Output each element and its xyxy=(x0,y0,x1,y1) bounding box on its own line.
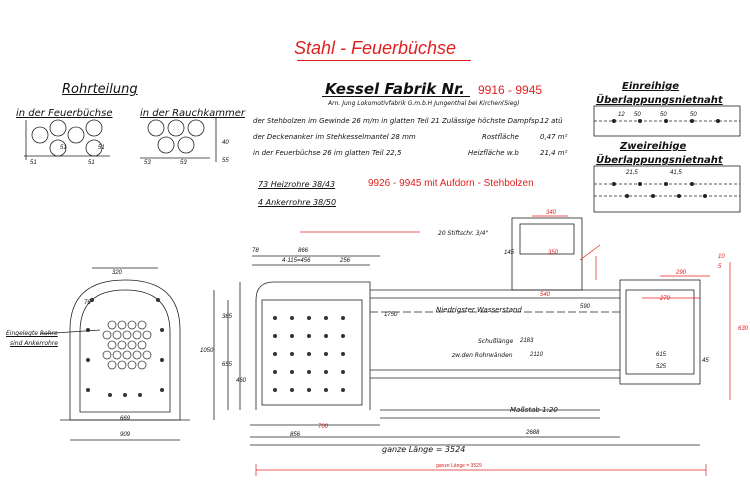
dim-5: 5 xyxy=(718,264,722,270)
eingelegte-label: Eingelegte Rohre xyxy=(6,330,58,337)
dim-1050: 1050 xyxy=(200,348,214,354)
dim-460: 460 xyxy=(236,378,247,384)
dim-256: 256 xyxy=(340,258,351,264)
dim-856: 856 xyxy=(290,432,301,438)
dim-145: 145 xyxy=(504,250,515,256)
druck-label: Zulässige höchste Dampfsp. xyxy=(442,117,542,125)
page-title: Stahl - Feuerbüchse xyxy=(293,38,457,58)
ankerrohre-side-label: sind Ankerrohre xyxy=(10,340,58,347)
schusslaenge-label: Schußlänge xyxy=(478,338,514,345)
dim-630: 630 xyxy=(738,326,749,332)
dim-2110: 2110 xyxy=(530,352,543,358)
kessel-numbers: 9916 - 9945 xyxy=(478,83,543,97)
dim-350: 350 xyxy=(548,250,559,256)
rauchkammer-label: in der Rauchkammer xyxy=(140,108,245,119)
dim-540: 540 xyxy=(540,292,551,298)
niet-dim-5: 21,5 xyxy=(626,170,638,176)
kessel-label: Kessel Fabrik Nr. xyxy=(325,80,466,98)
rost-label: Rostfläche xyxy=(482,133,519,141)
ganze-laenge: ganze Länge = 3524 xyxy=(382,445,466,454)
stehbolzen-label: 20 Stiftschr. 3/4" xyxy=(438,230,489,237)
dim-340: 340 xyxy=(546,210,557,216)
feuerbuechse-label: in der Feuerbüchse xyxy=(16,108,113,119)
rohrteilung-heading: Rohrteilung xyxy=(62,82,138,97)
zweireihig-sub: Überlappungsnietnaht xyxy=(596,155,723,166)
rt-dim-b: 51 xyxy=(60,145,67,151)
note-aufdorn: 9926 - 9945 mit Aufdorn - Stehbolzen xyxy=(368,178,534,189)
dim-866: 866 xyxy=(298,248,309,254)
dim-45: 45 xyxy=(702,358,709,364)
niet-dim-1: 12 xyxy=(618,112,625,118)
spec-line-3: in der Feuerbüchse 26 im glatten Teil 22… xyxy=(253,149,402,157)
spec-line-2: der Deckenanker im Stehkesselmantel 28 m… xyxy=(253,133,416,141)
dim-525: 525 xyxy=(656,364,667,370)
dim-76: 76 xyxy=(84,300,91,306)
dim-615: 615 xyxy=(656,352,667,358)
ankerrohre-label: 4 Ankerrohre 38/50 xyxy=(258,198,337,207)
niet-dim-3: 50 xyxy=(660,112,667,118)
dim-2183: 2183 xyxy=(520,338,534,344)
druck-value: 12 atü xyxy=(540,117,563,125)
rt-dim-e: 53 xyxy=(144,160,151,166)
kessel-underline xyxy=(322,96,470,97)
heizrohre-label: 73 Heizrohre 38/43 xyxy=(258,180,336,189)
zweireihig-label: Zweireihige xyxy=(620,141,687,152)
niet-dim-2: 50 xyxy=(634,112,641,118)
einreihig-label: Einreihige xyxy=(622,81,680,92)
rohrwaende-label: zw.den Rohrwänden xyxy=(452,352,513,359)
niet-dim-4: 50 xyxy=(690,112,697,118)
rt-dim-f: 53 xyxy=(180,160,187,166)
rt-dim-a: 51 xyxy=(30,160,37,166)
dim-1750: 1750 xyxy=(384,312,398,318)
dim-2688: 2688 xyxy=(526,430,540,436)
dim-655: 655 xyxy=(222,362,233,368)
einreihig-sub: Überlappungsnietnaht xyxy=(596,95,723,106)
rt-dim-c: 51 xyxy=(88,160,95,166)
dim-700: 700 xyxy=(318,424,329,430)
niet-dim-6: 41,5 xyxy=(670,170,682,176)
dim-909: 909 xyxy=(120,432,131,438)
heiz-label: Heizfläche w.b xyxy=(468,149,519,157)
dim-590: 590 xyxy=(580,304,591,310)
dim-385: 385 xyxy=(222,314,233,320)
dim-669: 669 xyxy=(120,416,131,422)
heiz-value: 21,4 m² xyxy=(540,149,568,157)
niedrigster-label: Niedrigster Wasserstand xyxy=(436,306,522,314)
title-underline xyxy=(297,60,471,61)
dim-290: 290 xyxy=(676,270,687,276)
dim-320: 320 xyxy=(112,270,123,276)
rt-dim-g: 40 xyxy=(222,140,229,146)
rost-value: 0,47 m² xyxy=(540,133,568,141)
ganze-laenge-red: ganze Länge = 3529 xyxy=(436,463,482,469)
maker-line: Arn. Jung Lokomotivfabrik G.m.b.H Jungen… xyxy=(328,100,520,107)
dim-10: 10 xyxy=(718,254,725,260)
spec-line-1: der Stehbolzen im Gewinde 26 m/m in glat… xyxy=(253,117,440,125)
rt-dim-d: 51 xyxy=(98,145,105,151)
dim-270: 270 xyxy=(660,296,671,302)
dim-4x115: 4·115=456 xyxy=(282,258,311,264)
rt-dim-h: 55 xyxy=(222,158,229,164)
dim-78: 78 xyxy=(252,248,259,254)
